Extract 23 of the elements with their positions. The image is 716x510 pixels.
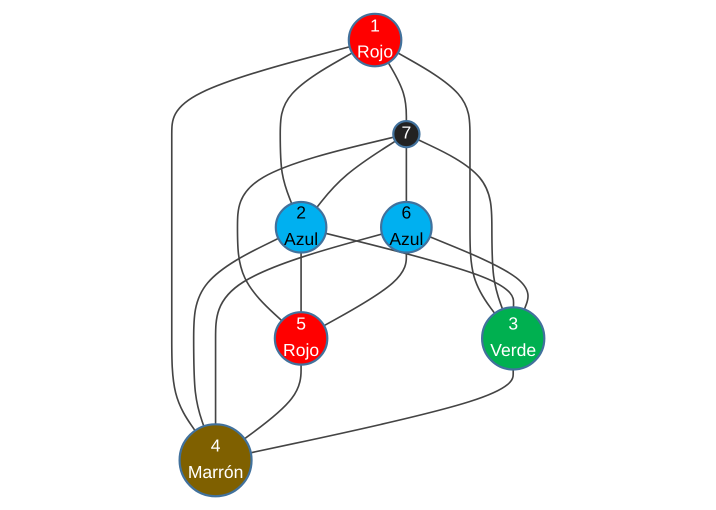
node-circle: 7 [392,120,420,148]
connector [388,62,408,122]
connector [279,52,353,204]
connector [429,236,529,310]
connector [244,364,302,440]
node-circle: 6 Azul [380,200,433,254]
node-circle: 1 Rojo [348,12,402,68]
connector [418,139,504,310]
connector [300,252,302,312]
connector [170,46,350,432]
connector [406,147,408,202]
connector [192,238,279,427]
node-circle: 4 Marrón [178,423,253,498]
connector [214,233,382,424]
node-circle: 3 Verde [480,306,546,371]
connector [324,252,408,326]
connector [316,140,396,208]
connector [250,370,514,454]
connector [397,52,496,314]
connector [236,136,394,322]
node-circle: 5 Rojo [274,311,328,366]
node-circle: 2 Azul [274,200,328,254]
connector [325,232,514,308]
